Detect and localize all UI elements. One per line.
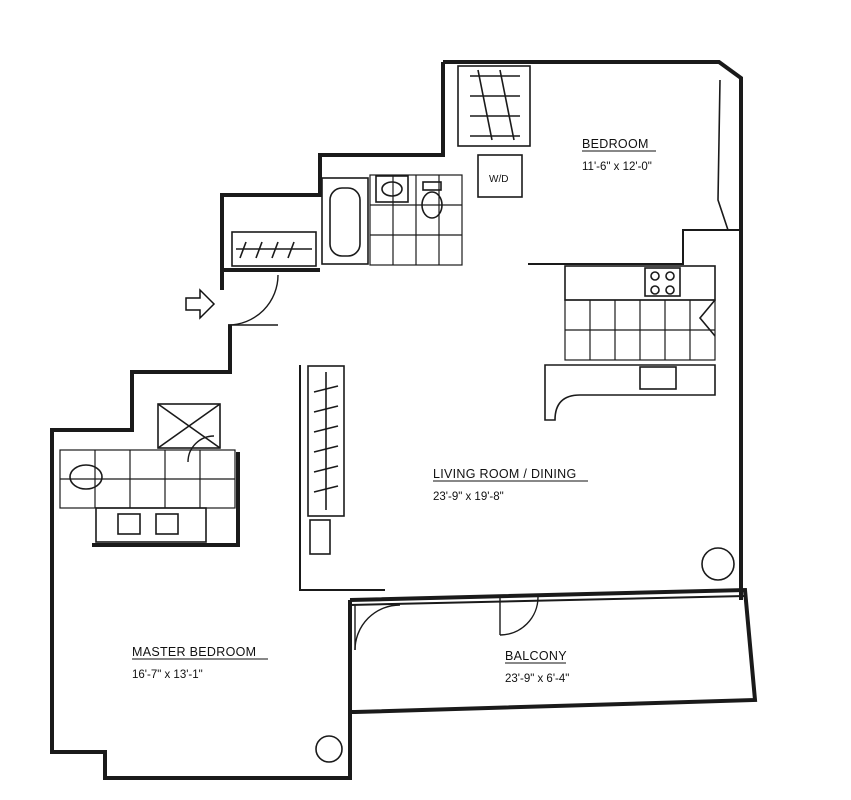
balcony-dims: 23'-9" x 6'-4"	[505, 673, 569, 685]
living-closet	[307, 365, 345, 555]
living-closet-box	[307, 365, 345, 517]
kitchen-sink	[639, 366, 677, 390]
entry-arrow-icon	[185, 288, 216, 320]
entry-closet	[231, 231, 317, 267]
master-bath-wall	[92, 452, 240, 547]
closet-box	[457, 65, 531, 147]
entry-door	[227, 274, 279, 326]
master-label: MASTER BEDROOM	[132, 645, 256, 659]
double-vanity	[95, 507, 207, 543]
kitchen-counter-top	[564, 265, 716, 301]
sink	[375, 175, 409, 203]
hall-bath	[321, 174, 463, 266]
master-dims: 16'-7" x 13'-1"	[132, 669, 203, 681]
kitchen-island	[544, 364, 716, 421]
doors	[354, 79, 729, 651]
master-exterior-wall	[50, 325, 352, 780]
cooktop	[644, 267, 681, 297]
label-underlines	[132, 150, 656, 664]
bedroom-closet	[457, 65, 531, 147]
master-toilet	[69, 464, 103, 490]
bedroom-exterior-wall	[443, 60, 743, 262]
room-labels: BEDROOM 11'-6" x 12'-0" LIVING ROOM / DI…	[132, 137, 652, 685]
living-dims: 23'-9" x 19'-8"	[433, 491, 504, 503]
bath-tile-grid	[369, 174, 463, 266]
bedroom-dims: 11'-6" x 12'-0"	[582, 161, 652, 173]
master-bath-tile-grid	[59, 449, 236, 509]
bathtub	[321, 177, 369, 265]
master-bath	[59, 403, 236, 543]
balcony-label: BALCONY	[505, 649, 567, 663]
balcony-wall	[349, 587, 758, 714]
upper-left-wall	[220, 62, 445, 272]
balcony-inner-line	[349, 595, 746, 606]
washer-dryer: W/D	[477, 154, 523, 198]
bedroom-label: BEDROOM	[582, 137, 649, 151]
column-master	[315, 735, 343, 763]
living-label: LIVING ROOM / DINING	[433, 467, 577, 481]
kitchen-tile-grid	[564, 299, 716, 361]
wd-label: W/D	[489, 174, 508, 185]
master-door-swing	[354, 604, 401, 651]
wd-box	[477, 154, 523, 198]
balcony-door-swing	[499, 596, 539, 636]
column-living	[701, 547, 735, 581]
closet-wall	[299, 365, 385, 591]
entry-closet-box	[231, 231, 317, 267]
bedroom-divider-wall	[528, 229, 741, 265]
walls	[50, 60, 758, 780]
shower	[157, 403, 221, 449]
toilet	[421, 191, 443, 219]
kitchen	[544, 265, 716, 421]
